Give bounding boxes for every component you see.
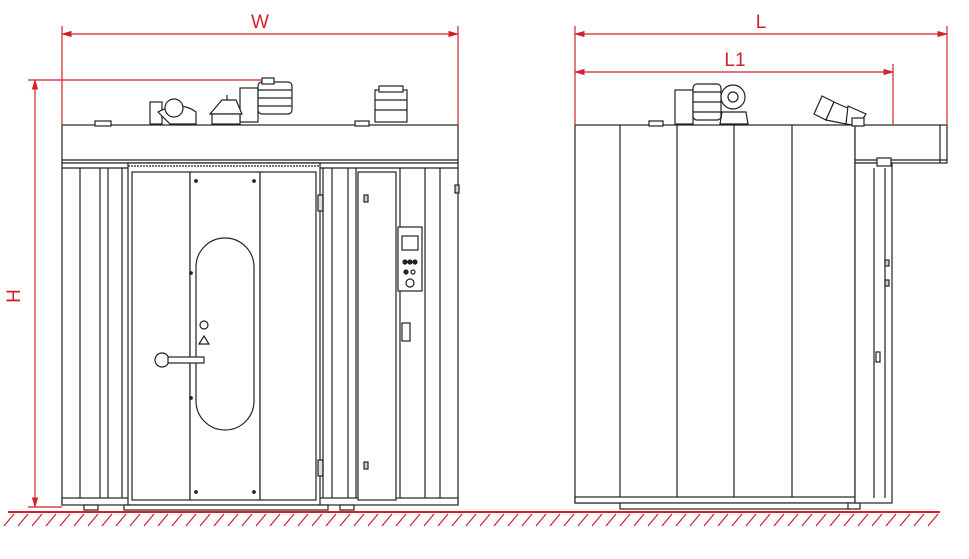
ground-hatch-mark <box>395 513 407 527</box>
ground-hatch-mark <box>143 513 155 527</box>
ground-hatch-mark <box>157 513 169 527</box>
ground-hatch-mark <box>815 513 827 527</box>
ground-hatch-mark <box>17 513 29 527</box>
ground-hatch-mark <box>675 513 687 527</box>
control-switch <box>401 322 411 342</box>
ground-hatch-mark <box>829 513 841 527</box>
ground-hatch-mark <box>101 513 113 527</box>
door-window <box>195 237 255 431</box>
ground-hatch-mark <box>535 513 547 527</box>
front-fan-motor <box>149 77 293 125</box>
ground-hatch-mark <box>521 513 533 527</box>
ground-hatch-mark <box>129 513 141 527</box>
ground-hatch-mark <box>647 513 659 527</box>
ground-hatch-mark <box>633 513 645 527</box>
ground-hatch-mark <box>171 513 183 527</box>
length-label: L <box>756 12 767 33</box>
side-view <box>574 83 948 510</box>
ground-hatch-mark <box>871 513 883 527</box>
ground-hatch-mark <box>703 513 715 527</box>
ground-hatch-mark <box>843 513 855 527</box>
ground-hatch-mark <box>241 513 253 527</box>
ground-hatch-mark <box>269 513 281 527</box>
ground-hatch-mark <box>731 513 743 527</box>
ground-hatch-mark <box>577 513 589 527</box>
ground-hatch-mark <box>591 513 603 527</box>
ground-hatch-mark <box>115 513 127 527</box>
side-fan-motor <box>674 83 749 125</box>
ground-hatch-mark <box>213 513 225 527</box>
ground-hatch-mark <box>45 513 57 527</box>
ground-hatch-mark <box>787 513 799 527</box>
door-panel-left <box>131 171 191 501</box>
ground-hatch-mark <box>409 513 421 527</box>
ground-hatch-mark <box>899 513 911 527</box>
front-exhaust-motor <box>374 85 408 123</box>
height-label: H <box>4 289 25 303</box>
ground-hatch-mark <box>563 513 575 527</box>
width-label: W <box>251 12 269 33</box>
ground-hatch-mark <box>311 513 323 527</box>
ground-hatch-mark <box>717 513 729 527</box>
ground-line <box>3 511 940 527</box>
ground-hatch-mark <box>619 513 631 527</box>
side-exhaust-motor <box>813 95 867 127</box>
ground-hatch-mark <box>661 513 673 527</box>
ground-hatch-mark <box>689 513 701 527</box>
dimension-lines <box>28 26 949 509</box>
ground-hatch-mark <box>381 513 393 527</box>
ground-hatch-mark <box>493 513 505 527</box>
front-roof <box>61 124 459 164</box>
control-display <box>401 235 419 251</box>
ground-hatch-mark <box>927 513 939 527</box>
ground-hatch-mark <box>479 513 491 527</box>
ground-hatch-mark <box>227 513 239 527</box>
ground-hatch-mark <box>367 513 379 527</box>
ground-hatch-mark <box>353 513 365 527</box>
ground-hatch-mark <box>885 513 897 527</box>
front-view <box>61 77 460 511</box>
ground-hatch-mark <box>801 513 813 527</box>
power-button-icon <box>405 278 415 288</box>
warning-icon <box>199 320 209 330</box>
ground-hatch-mark <box>297 513 309 527</box>
hazard-icon <box>197 334 211 345</box>
ground-hatch-mark <box>913 513 925 527</box>
ground-hatch-mark <box>549 513 561 527</box>
ground-hatch-mark <box>857 513 869 527</box>
ground-hatch-mark <box>59 513 71 527</box>
ground-hatch-mark <box>73 513 85 527</box>
control-cabinet-door <box>357 171 397 501</box>
ground-hatch-mark <box>3 513 15 527</box>
ground-hatch-mark <box>605 513 617 527</box>
door-handle <box>154 352 205 368</box>
ground-hatch-mark <box>31 513 43 527</box>
ground-hatch-mark <box>87 513 99 527</box>
ground-hatch-mark <box>759 513 771 527</box>
ground-hatch-mark <box>437 513 449 527</box>
ground-hatch-mark <box>255 513 267 527</box>
ground-hatch-mark <box>773 513 785 527</box>
ground-hatch-mark <box>465 513 477 527</box>
ground-hatch-mark <box>199 513 211 527</box>
ground-hatch-mark <box>339 513 351 527</box>
side-body <box>574 124 856 504</box>
side-exhaust-hood <box>854 124 948 164</box>
ground-hatch-mark <box>185 513 197 527</box>
control-panel <box>397 226 423 292</box>
ground-hatch-mark <box>745 513 757 527</box>
door-panel-right <box>259 171 317 501</box>
ground-hatch-mark <box>325 513 337 527</box>
ground-hatch-mark <box>507 513 519 527</box>
ground-hatch-mark <box>423 513 435 527</box>
ground-hatch-mark <box>283 513 295 527</box>
ground-hatch-mark <box>451 513 463 527</box>
length1-label: L1 <box>724 50 745 71</box>
